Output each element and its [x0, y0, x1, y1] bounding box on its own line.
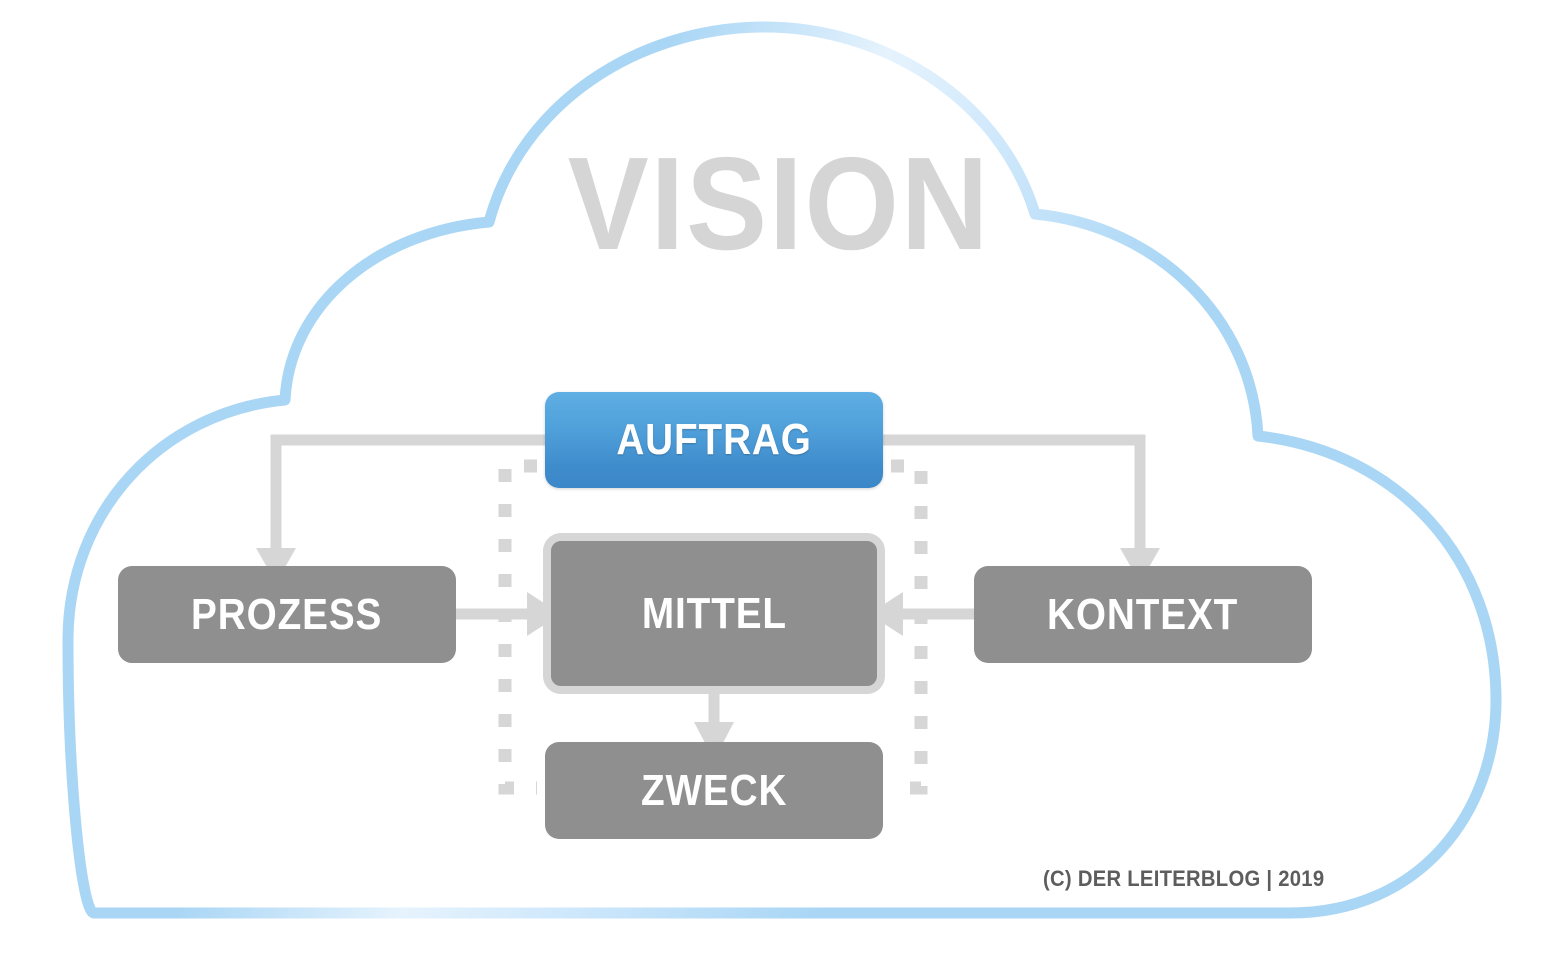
node-mittel[interactable]: MITTEL	[543, 533, 885, 694]
node-kontext[interactable]: KONTEXT	[974, 566, 1312, 663]
node-auftrag[interactable]: AUFTRAG	[545, 392, 883, 488]
vision-title: VISION	[567, 130, 991, 277]
node-zweck-label: ZWECK	[640, 765, 788, 815]
node-prozess[interactable]: PROZESS	[118, 566, 456, 663]
node-zweck[interactable]: ZWECK	[545, 742, 883, 839]
node-prozess-label: PROZESS	[191, 589, 383, 639]
arrowhead-mittel-right	[869, 592, 903, 636]
node-auftrag-label: AUFTRAG	[616, 415, 812, 464]
node-kontext-label: KONTEXT	[1047, 589, 1239, 639]
arrowhead-kontext	[1120, 548, 1160, 583]
arrowhead-zweck	[694, 722, 734, 760]
arrowhead-prozess	[256, 548, 296, 583]
node-mittel-label: MITTEL	[641, 588, 787, 638]
copyright-notice: (C) DER LEITERBLOG | 2019	[1043, 866, 1325, 891]
